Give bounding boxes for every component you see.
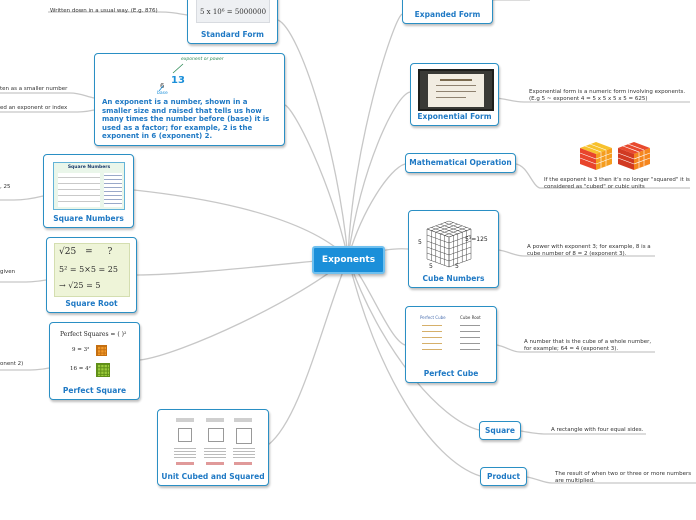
note-square-root: given — [0, 269, 16, 275]
edge-definition — [284, 104, 349, 259]
rubiks-cube-icon — [579, 142, 651, 170]
eq-sign: = — [85, 247, 93, 257]
node-title: Square Numbers — [53, 214, 124, 223]
col-perfect-cube: Perfect Cube — [420, 315, 446, 320]
node-perfect-square[interactable]: Perfect Squares = ( )² 9 = 3² 16 = 4² Pe… — [49, 322, 140, 400]
node-title: Perfect Square — [62, 386, 127, 395]
node-exponential-form[interactable]: Exponential Form — [410, 63, 499, 126]
edge-square-numbers — [133, 189, 349, 259]
perfect-square-row-1: 9 = 3² — [72, 347, 90, 353]
perfect-square-row-2: 16 = 4² — [70, 366, 91, 372]
edge-math-operation — [347, 163, 406, 259]
square-numbers-image: Square Numbers — [53, 162, 125, 210]
cubes-image — [578, 138, 652, 172]
note-standard-form: Written down in a usual way. (E.g. 876) — [50, 8, 158, 14]
line-3: → √25 = 5 — [59, 281, 101, 290]
node-unit-cubed-squared[interactable]: Unit Cubed and Squared — [157, 409, 269, 486]
node-title: Standard Form — [201, 30, 264, 39]
note-square-numbers: , 25 — [0, 184, 11, 190]
square-root-image: √25 = ? 5² = 5×5 = 25 → √25 = 5 — [54, 243, 130, 297]
edge-standard-form — [277, 19, 349, 259]
node-exponent-definition[interactable]: exponent or power 13 6 base An exponent … — [94, 53, 285, 146]
cube-label-bottom-a: 5 — [429, 263, 433, 270]
label-exponent-or-power: exponent or power — [181, 57, 224, 62]
green-square-icon — [96, 363, 110, 377]
note-perfect-cube: A number that is the cube of a whole num… — [524, 339, 652, 352]
col-cube-root: Cube Root — [460, 315, 481, 320]
orange-square-icon — [96, 345, 107, 356]
base-value: 6 — [160, 82, 165, 90]
unit-cubed-squared-image — [170, 416, 258, 466]
node-cube-numbers[interactable]: 5³=125 5 5 5 Cube Numbers — [408, 210, 499, 288]
node-title: Square Root — [65, 299, 118, 308]
node-title: Expanded Form — [414, 10, 481, 19]
node-title: Unit Cubed and Squared — [161, 472, 265, 481]
node-product[interactable]: Product — [480, 467, 527, 486]
edge-note-math — [515, 163, 690, 189]
note-perfect-square: onent 2) — [0, 361, 24, 367]
note-definition-a: ten as a smaller number — [0, 86, 68, 92]
image-heading: Square Numbers — [67, 165, 111, 170]
line-2: 5² = 5×5 = 25 — [59, 265, 118, 274]
question-mark: ? — [107, 247, 113, 257]
node-square[interactable]: Square — [479, 421, 521, 440]
line-1: √25 = ? — [59, 247, 112, 257]
cube-label-left: 5 — [418, 239, 422, 246]
node-standard-form[interactable]: 5 x 10⁶ = 5000000 Standard Form — [187, 0, 278, 44]
perfect-cube-table: Perfect Cube Cube Root — [416, 315, 488, 363]
central-topic-exponents[interactable]: Exponents — [312, 246, 385, 274]
note-cube-numbers: A power with exponent 3; for example, 8 … — [527, 244, 651, 257]
node-mathematical-operation[interactable]: Mathematical Operation — [405, 153, 516, 173]
node-title: Cube Numbers — [422, 274, 485, 283]
definition-text: An exponent is a number, shown in a smal… — [102, 98, 270, 141]
edge-note-product — [526, 476, 696, 484]
note-product: The result of when two or three or more … — [555, 471, 692, 484]
node-title: Exponential Form — [417, 112, 492, 121]
node-square-root[interactable]: √25 = ? 5² = 5×5 = 25 → √25 = 5 Square R… — [46, 237, 137, 313]
edge-perfect-square — [139, 257, 349, 361]
edge-note-square — [520, 430, 646, 435]
node-title: Perfect Cube — [423, 369, 479, 378]
node-expanded-form[interactable]: Expanded Form — [402, 0, 493, 24]
root-25: √25 — [59, 247, 77, 257]
edge-expanded-form — [347, 13, 403, 259]
edge-unit-cubed — [267, 257, 349, 446]
node-square-numbers[interactable]: Square Numbers Square Numbers — [43, 154, 134, 228]
cube-label-bottom-b: 5 — [455, 263, 459, 270]
arrow-icons — [158, 63, 184, 92]
edge-note-sqnum — [0, 195, 44, 201]
edge-note-def-b — [0, 109, 95, 113]
perfect-square-heading: Perfect Squares = ( )² — [60, 331, 127, 338]
edge-note-def-a — [0, 92, 95, 99]
power-value: 13 — [171, 75, 185, 86]
note-square: A rectangle with four equal sides. — [551, 427, 644, 433]
label-base: base — [157, 91, 168, 96]
standard-form-image: 5 x 10⁶ = 5000000 — [196, 0, 270, 23]
note-mathematical-operation: If the exponent is 3 then it's no longer… — [544, 177, 690, 190]
edge-exponential-form — [347, 91, 411, 259]
edge-note-psq — [0, 367, 50, 371]
note-exponential-form: Exponential form is a numeric form invol… — [529, 89, 686, 102]
edge-note-cube — [498, 249, 655, 257]
exponential-form-image — [418, 69, 494, 111]
base-exponent-diagram: exponent or power 13 6 base — [145, 57, 235, 96]
cube-label-right: 5³=125 — [465, 236, 488, 243]
edge-note-standard — [48, 11, 188, 16]
note-definition-b: ed an exponent or index — [0, 105, 68, 111]
edge-note-perfect-cube — [496, 344, 655, 353]
edge-product — [347, 257, 481, 477]
edge-note-sqroot — [0, 279, 47, 283]
node-perfect-cube[interactable]: Perfect Cube Cube Root Perfect Cube — [405, 306, 497, 383]
cube-grid-diagram — [426, 220, 472, 268]
